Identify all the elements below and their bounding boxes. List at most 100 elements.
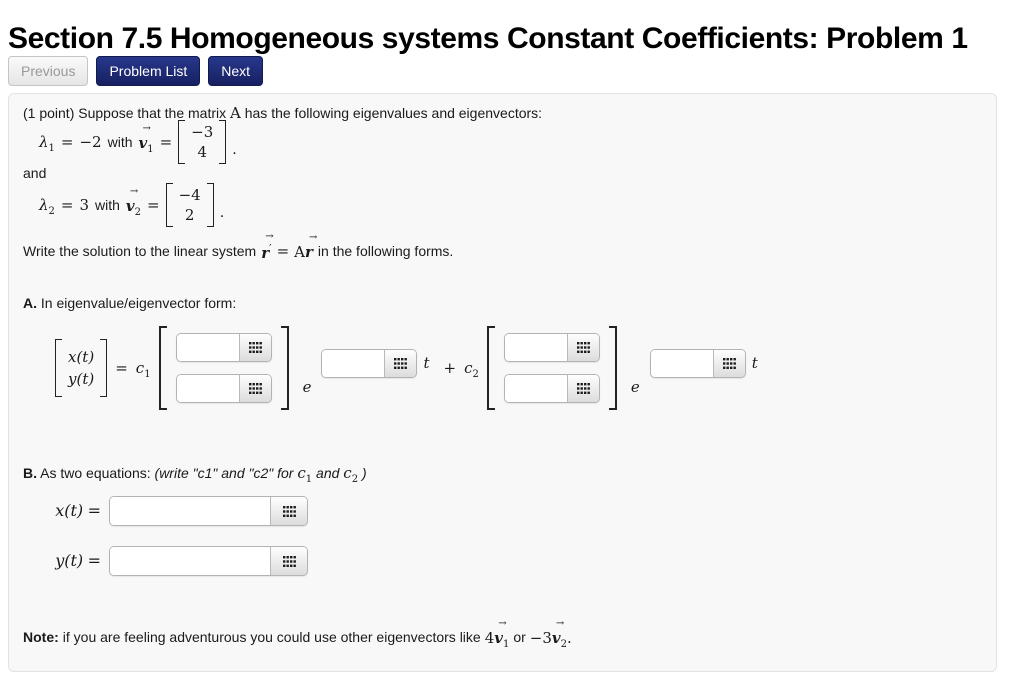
answer-group (109, 546, 308, 576)
answer-group (175, 374, 272, 403)
e-base-symbol: e (302, 378, 312, 396)
left-bracket (158, 326, 167, 410)
yt-equation-row: y(t) = (23, 546, 308, 576)
matrix-entry: 4 (197, 143, 207, 161)
answer-group (109, 496, 308, 526)
previous-button[interactable]: Previous (8, 56, 89, 86)
eigenvector1-answer-matrix (158, 326, 289, 410)
xt-answer-input[interactable] (110, 497, 270, 525)
equation-editor-button[interactable] (566, 334, 599, 361)
yt-label: y(t) = (55, 551, 101, 570)
lambda1-symbol: λ1 (39, 133, 55, 154)
right-bracket (206, 183, 214, 227)
left-bracket (165, 183, 173, 227)
vector-arrow-icon: → (498, 618, 506, 629)
keypad-grid-icon (576, 342, 590, 353)
neg3-v2-term: −3→v2. (529, 618, 572, 650)
yt-symbol: y(t) (68, 370, 95, 388)
with-text: with (95, 197, 120, 213)
period: . (232, 142, 237, 158)
equals-sign: = (115, 359, 128, 377)
instruction-post: in the following forms. (317, 243, 454, 259)
lambda2-symbol: λ2 (39, 196, 55, 217)
equation-editor-button[interactable] (566, 375, 599, 402)
c1-coefficient: c1 (135, 359, 151, 380)
vector2-symbol: →v2 (125, 186, 142, 218)
equals-sign: = (60, 196, 74, 214)
vector-arrow-icon: → (265, 231, 273, 242)
answer-group (503, 333, 600, 362)
vector1-symbol: →v1 (138, 123, 154, 155)
xt-symbol: x(t) (68, 348, 95, 366)
part-b-heading: B. As two equations: (write "c1" and "c2… (23, 464, 367, 485)
matrix-A-symbol: A (230, 104, 241, 122)
answer-group (175, 333, 272, 362)
left-bracket (178, 120, 186, 164)
xt-equation-row: x(t) = (23, 496, 308, 526)
keypad-grid-icon (394, 357, 408, 369)
keypad-grid-icon (248, 383, 262, 394)
t-symbol: t (423, 354, 430, 372)
v1-component2-input[interactable] (176, 375, 239, 402)
equals-sign: = (159, 133, 173, 151)
keypad-grid-icon (576, 383, 590, 394)
eigenvalue1-line: λ1 = −2 with →v1 = −3 4 . (39, 118, 237, 166)
equation-editor-button[interactable] (270, 547, 307, 575)
four-v1-term: 4→v1 (484, 618, 510, 650)
right-bracket (100, 339, 108, 397)
left-bracket (486, 326, 495, 410)
eigenvector2-matrix: −4 2 (165, 183, 214, 227)
v2-component2-input[interactable] (504, 375, 567, 402)
v2-component1-input[interactable] (504, 334, 567, 361)
r-prime-vector: →r′ (261, 231, 273, 262)
period: . (219, 205, 225, 221)
equation-editor-button[interactable] (238, 334, 271, 361)
exponent2-input[interactable] (650, 349, 713, 377)
eigenvector2-answer-matrix (486, 326, 617, 410)
right-bracket (219, 120, 227, 164)
v1-component1-input[interactable] (176, 334, 239, 361)
keypad-grid-icon (248, 342, 262, 353)
and-text: and (23, 165, 47, 181)
answer-group (321, 348, 418, 378)
part-a-heading: A. In eigenvalue/eigenvector form: (23, 295, 237, 311)
t-symbol: t (751, 354, 758, 372)
solution-instruction: Write the solution to the linear system … (23, 231, 454, 264)
vector-arrow-icon: → (129, 186, 138, 197)
equals-sign: = (276, 242, 290, 260)
next-button[interactable]: Next (208, 56, 264, 86)
keypad-grid-icon (722, 357, 736, 369)
yt-answer-input[interactable] (110, 547, 270, 575)
problem-statement: (1 point) Suppose that the matrix A has … (23, 104, 542, 122)
answer-group (649, 348, 746, 378)
intro-text-pre: (1 point) Suppose that the matrix (23, 105, 227, 121)
A-r-vector: A→r (294, 232, 317, 261)
eigenvalue2-line: λ2 = 3 with →v2 = −4 2 . (39, 181, 224, 229)
e-base-symbol: e (630, 378, 640, 396)
right-bracket (280, 326, 289, 410)
eigenvalue2-value: 3 (79, 196, 90, 214)
equation-editor-button[interactable] (270, 497, 307, 525)
eigenvalue1-value: −2 (79, 133, 102, 151)
vector-arrow-icon: → (309, 232, 317, 243)
problem-panel: (1 point) Suppose that the matrix A has … (8, 93, 997, 672)
problem-nav: Previous Problem List Next (8, 56, 264, 86)
answer-group (503, 374, 600, 403)
xt-label: x(t) = (55, 501, 101, 520)
equation-editor-button[interactable] (712, 349, 745, 377)
equals-sign: = (147, 196, 160, 214)
with-text: with (107, 134, 133, 150)
c2-coefficient: c2 (464, 359, 479, 380)
note-line: Note: if you are feeling adventurous you… (23, 618, 572, 650)
part-a-equation: x(t) y(t) = c1 (55, 322, 758, 414)
problem-list-button[interactable]: Problem List (96, 56, 201, 86)
equation-editor-button[interactable] (238, 375, 271, 402)
equation-editor-button[interactable] (384, 349, 417, 377)
matrix-entry: 2 (184, 206, 195, 224)
lhs-vector: x(t) y(t) (55, 339, 108, 397)
note-label: Note: (23, 629, 59, 645)
note-text: if you are feeling adventurous you could… (62, 629, 481, 645)
plus-sign: + (443, 359, 457, 377)
exponent1-input[interactable] (322, 349, 385, 377)
matrix-entry: −4 (178, 186, 201, 204)
